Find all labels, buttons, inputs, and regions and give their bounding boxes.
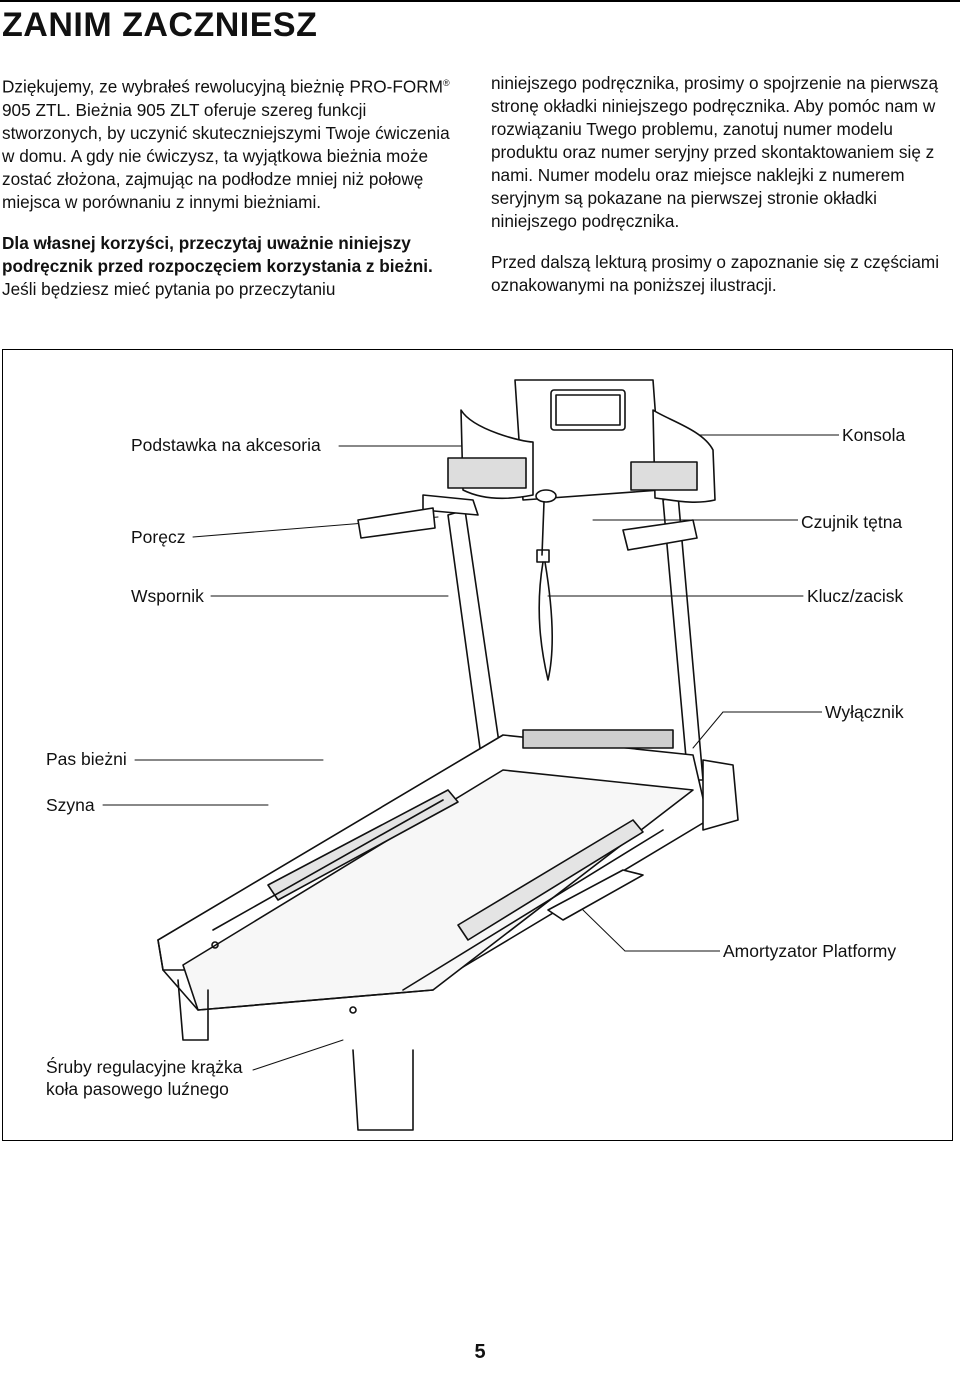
right-column: niniejszego podręcznika, prosimy o spojr… bbox=[491, 72, 953, 315]
top-rule bbox=[0, 0, 960, 2]
console bbox=[357, 379, 716, 681]
illustration-intro-paragraph: Przed dalszą lekturą prosimy o zapoznani… bbox=[491, 252, 940, 295]
read-manual-paragraph: Dla własnej korzyści, przeczytaj uważnie… bbox=[2, 232, 457, 301]
page-number: 5 bbox=[474, 1341, 486, 1363]
label-idler-bolts-line2: koła pasowego luźnego bbox=[43, 1079, 232, 1100]
label-walking-belt: Pas bieżni bbox=[43, 749, 130, 770]
label-platform-cushion: Amortyzator Platformy bbox=[720, 941, 900, 962]
label-handrail: Poręcz bbox=[128, 527, 189, 548]
label-key-clip: Klucz/zacisk bbox=[804, 586, 907, 607]
label-accessory-tray: Podstawka na akcesoria bbox=[128, 435, 324, 456]
treadmill-figure: Podstawka na akcesoria Konsola Poręcz Cz… bbox=[2, 349, 953, 1141]
deck bbox=[157, 729, 739, 1131]
label-console: Konsola bbox=[839, 425, 909, 446]
page-title: ZANIM ZACZNIESZ bbox=[2, 6, 318, 44]
left-column: Dziękujemy, ze wybrałeś rewolucyjną bież… bbox=[2, 72, 457, 319]
label-idler-bolts-line1: Śruby regulacyjne krążka bbox=[43, 1057, 246, 1078]
label-pulse-sensor: Czujnik tętna bbox=[798, 512, 906, 533]
read-manual-rest: Jeśli będziesz mieć pytania po przeczyta… bbox=[2, 278, 336, 299]
intro-paragraph: Dziękujemy, ze wybrałeś rewolucyjną bież… bbox=[2, 72, 457, 214]
label-power-switch: Wyłącznik bbox=[822, 702, 907, 723]
label-upright: Wspornik bbox=[128, 586, 207, 607]
registered-mark: ® bbox=[442, 78, 450, 88]
read-manual-bold: Dla własnej korzyści, przeczytaj uważnie… bbox=[2, 232, 433, 276]
treadmill-drawing bbox=[102, 379, 842, 1131]
label-rail: Szyna bbox=[43, 795, 98, 816]
intro-text-b: 905 ZTL. Bieżnia 905 ZLT oferuje szereg … bbox=[2, 99, 450, 212]
contact-paragraph: niniejszego podręcznika, prosimy o spojr… bbox=[491, 73, 939, 231]
intro-text-a: Dziękujemy, ze wybrałeś rewolucyjną bież… bbox=[2, 76, 443, 97]
